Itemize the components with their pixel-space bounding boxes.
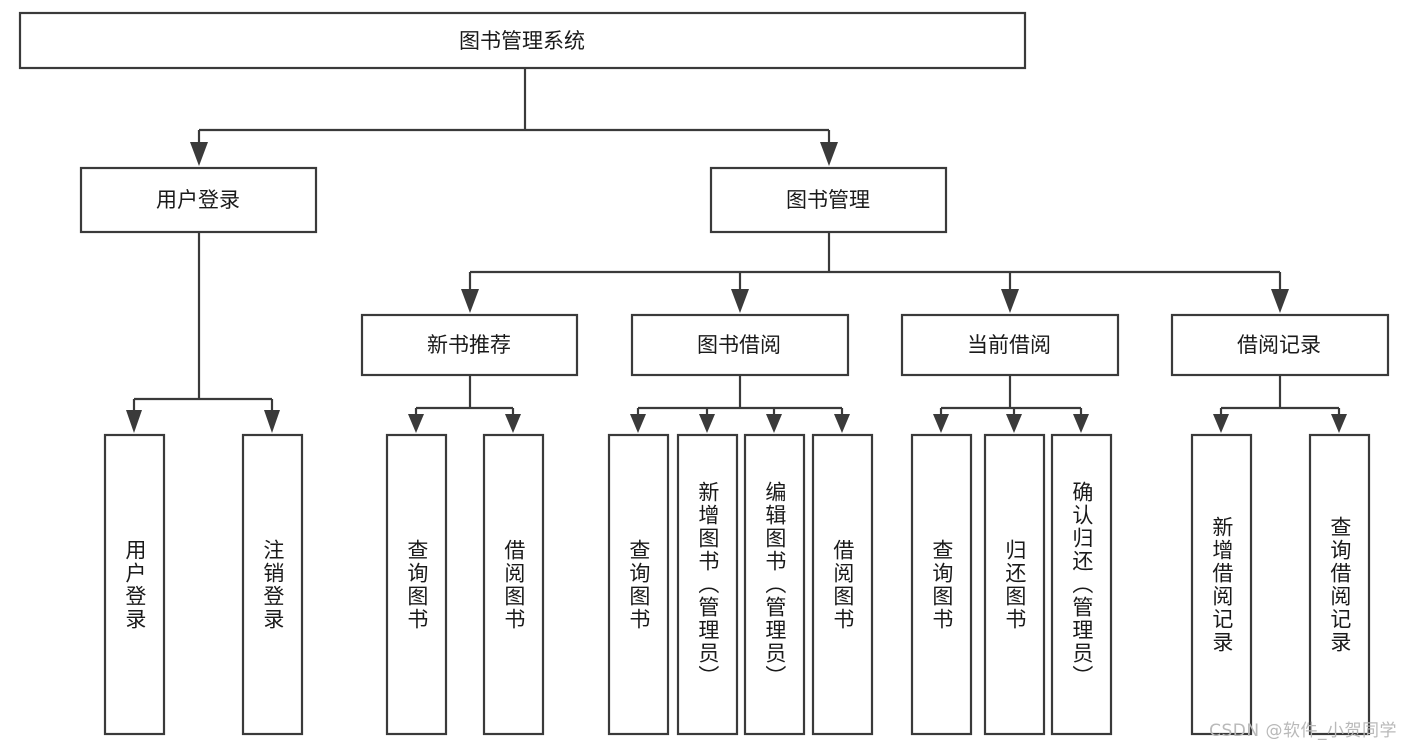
edge-group-user-login-to-leaves (126, 232, 280, 433)
edge-group-root-to-level2 (190, 68, 838, 166)
arrow-book-manage-borrow-record (1271, 289, 1289, 313)
node-new-book-recommend-label: 新书推荐 (427, 333, 511, 357)
edge-group-new-book-recommend-to-leaves (408, 375, 521, 433)
arrow-current-borrow-leaf-2 (1006, 414, 1022, 433)
node-book-manage-label: 图书管理 (786, 188, 870, 212)
arrow-book-manage-book-borrow (731, 289, 749, 313)
node-current-borrow-label: 当前借阅 (967, 333, 1051, 357)
node-book-borrow-box[interactable] (630, 313, 850, 377)
leaf-add-borrow-record-box[interactable] (1190, 433, 1253, 736)
node-user-login-label: 用户登录 (156, 188, 240, 212)
node-root-system-box[interactable] (18, 11, 1027, 70)
node-new-book-recommend[interactable]: 新书推荐 (360, 313, 579, 377)
arrow-root-to-user-login (190, 142, 208, 166)
node-borrow-record-box[interactable] (1170, 313, 1390, 377)
arrow-new-book-recommend-leaf-1 (408, 414, 424, 433)
leaf-borrow-book-1-box[interactable] (482, 433, 545, 736)
node-user-login[interactable]: 用户登录 (79, 166, 318, 234)
arrow-book-borrow-leaf-1 (630, 414, 646, 433)
arrow-new-book-recommend-leaf-2 (505, 414, 521, 433)
arrow-user-login-leaf-1 (126, 410, 142, 433)
node-book-borrow-label: 图书借阅 (697, 333, 781, 357)
leaf-edit-book-admin-box[interactable] (743, 433, 806, 736)
edge-group-borrow-record-to-leaves (1213, 375, 1347, 433)
leaf-query-book-1-box[interactable] (385, 433, 448, 736)
node-book-manage-box[interactable] (709, 166, 948, 234)
node-book-borrow[interactable]: 图书借阅 (630, 313, 850, 377)
arrow-book-manage-new-book-recommend (461, 289, 479, 313)
leaf-query-book-3-box[interactable] (910, 433, 973, 736)
node-current-borrow[interactable]: 当前借阅 (900, 313, 1120, 377)
node-borrow-record-label: 借阅记录 (1237, 333, 1321, 357)
node-root-system-label: 图书管理系统 (459, 29, 585, 53)
arrow-user-login-leaf-2 (264, 410, 280, 433)
leaf-query-book-2-box[interactable] (607, 433, 670, 736)
leaf-boxes-group (103, 433, 1371, 736)
arrow-root-to-book-manage (820, 142, 838, 166)
arrow-book-borrow-leaf-4 (834, 414, 850, 433)
node-user-login-box[interactable] (79, 166, 318, 234)
node-borrow-record[interactable]: 借阅记录 (1170, 313, 1390, 377)
node-root-system[interactable]: 图书管理系统 (18, 11, 1027, 70)
arrow-book-manage-current-borrow (1001, 289, 1019, 313)
arrow-borrow-record-leaf-1 (1213, 414, 1229, 433)
arrow-current-borrow-leaf-1 (933, 414, 949, 433)
leaf-return-book-box[interactable] (983, 433, 1046, 736)
leaf-add-book-admin-box[interactable] (676, 433, 739, 736)
leaf-user-login-box[interactable] (103, 433, 166, 736)
edge-group-book-borrow-to-leaves (630, 375, 850, 433)
leaf-borrow-book-2-box[interactable] (811, 433, 874, 736)
node-current-borrow-box[interactable] (900, 313, 1120, 377)
node-new-book-recommend-box[interactable] (360, 313, 579, 377)
leaf-query-borrow-record-box[interactable] (1308, 433, 1371, 736)
arrow-book-borrow-leaf-2 (699, 414, 715, 433)
csdn-watermark: CSDN @软件_小贺同学 (1209, 721, 1397, 741)
leaf-confirm-return-admin-box[interactable] (1050, 433, 1113, 736)
arrow-book-borrow-leaf-3 (766, 414, 782, 433)
arrow-current-borrow-leaf-3 (1073, 414, 1089, 433)
edge-group-book-manage-to-level3 (461, 232, 1289, 313)
edge-group-current-borrow-to-leaves (933, 375, 1089, 433)
node-book-manage[interactable]: 图书管理 (709, 166, 948, 234)
leaf-logout-login-box[interactable] (241, 433, 304, 736)
arrow-borrow-record-leaf-2 (1331, 414, 1347, 433)
